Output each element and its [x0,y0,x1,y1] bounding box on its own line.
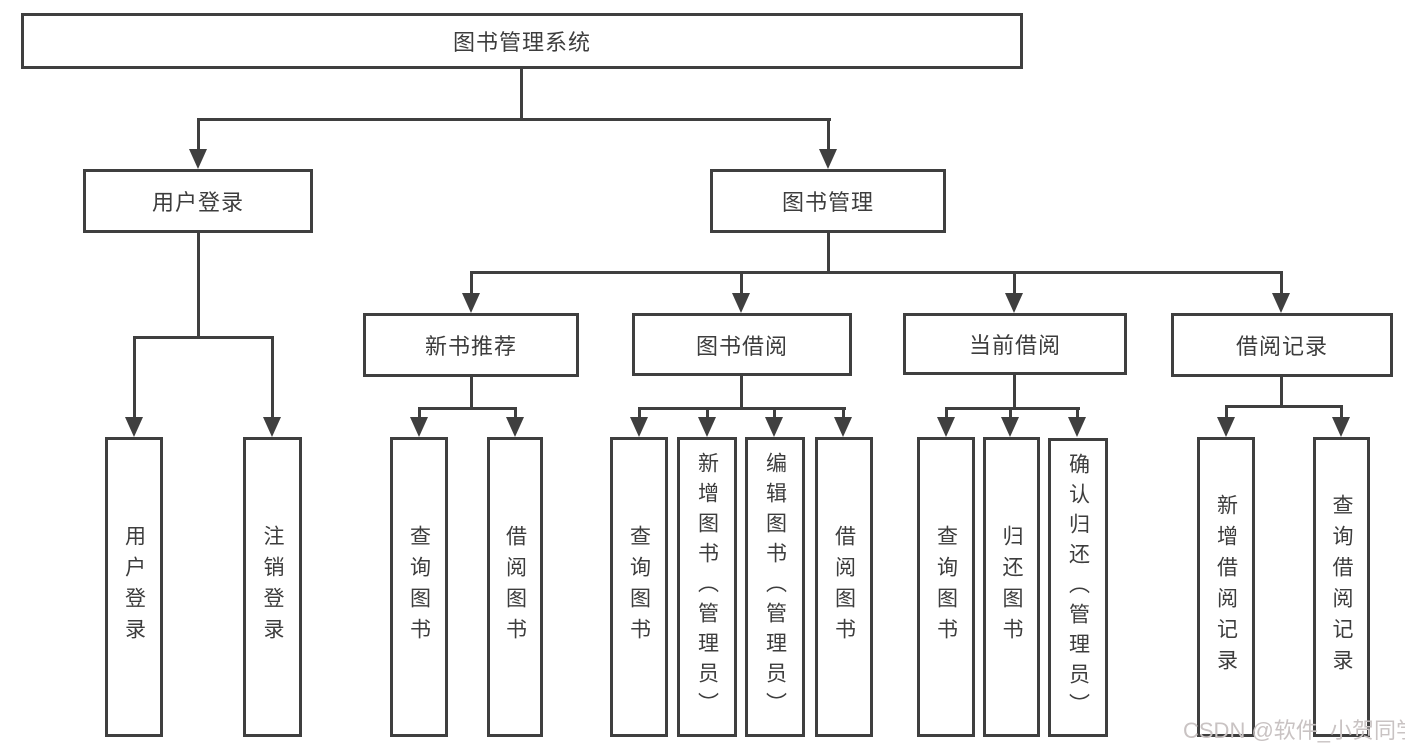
connector-line [1340,405,1343,418]
leaf-add-book-admin: 新增图书（管理员） [677,437,737,737]
connector-line [520,69,523,118]
node-user-login-label: 用户登录 [151,190,244,215]
connector-line [638,407,641,418]
node-book-borrow: 图书借阅 [632,313,852,376]
connector-line [740,271,743,294]
connector-line [197,233,200,336]
arrow-down-icon [732,293,750,313]
arrow-down-icon [1272,293,1290,313]
connector-line [1009,407,1012,418]
connector-line [1280,271,1283,294]
leaf-query-book-current: 查询图书 [917,437,975,737]
arrow-down-icon [1332,417,1350,437]
connector-line [470,377,473,407]
leaf-confirm-return-admin: 确认归还（管理员） [1048,438,1108,737]
node-user-login: 用户登录 [83,169,313,233]
leaf-query-borrow-record: 查询借阅记录 [1313,437,1370,737]
connector-line [706,407,709,418]
node-current-borrow-label: 当前借阅 [968,333,1061,358]
connector-line [418,407,421,418]
leaf-query-book-current-label: 查询图书 [934,525,958,649]
connector-line [197,118,200,150]
leaf-edit-book-admin-label: 编辑图书（管理员） [763,452,787,722]
connector-line [470,271,473,294]
connector-line [271,336,274,418]
connector-line [1280,377,1283,405]
connector-line [1225,405,1343,408]
leaf-query-book-borrow-label: 查询图书 [627,525,651,649]
node-new-book-recommend-label: 新书推荐 [424,334,517,359]
node-current-borrow: 当前借阅 [903,313,1127,375]
connector-line [827,118,830,150]
leaf-query-borrow-record-label: 查询借阅记录 [1330,494,1353,680]
node-root-label: 图书管理系统 [452,30,591,55]
connector-line [945,407,948,418]
connector-line [1076,407,1079,418]
arrow-down-icon [1005,293,1023,313]
leaf-query-book-newbook-label: 查询图书 [407,525,431,649]
arrow-down-icon [462,293,480,313]
leaf-edit-book-admin: 编辑图书（管理员） [745,437,805,737]
arrow-down-icon [1068,417,1086,437]
connector-line [1013,375,1016,407]
leaf-logout-label: 注销登录 [261,525,284,649]
leaf-borrow-book-newbook-label: 借阅图书 [503,525,527,649]
arrow-down-icon [937,417,955,437]
leaf-query-book-newbook: 查询图书 [390,437,448,737]
arrow-down-icon [834,417,852,437]
arrow-down-icon [765,417,783,437]
node-root: 图书管理系统 [21,13,1023,69]
arrow-down-icon [263,417,281,437]
connector-line [945,407,1080,410]
leaf-return-book: 归还图书 [983,437,1040,737]
leaf-user-login-label: 用户登录 [122,525,146,649]
connector-line [197,118,831,121]
arrow-down-icon [1217,417,1235,437]
watermark: CSDN @软件_小贺同学 [1183,718,1405,743]
arrow-down-icon [125,417,143,437]
connector-line [418,407,517,410]
node-borrow-record: 借阅记录 [1171,313,1393,377]
arrow-down-icon [506,417,524,437]
arrow-down-icon [630,417,648,437]
connector-line [1013,271,1016,294]
leaf-user-login: 用户登录 [105,437,163,737]
connector-line [133,336,136,418]
leaf-confirm-return-admin-label: 确认归还（管理员） [1066,452,1090,723]
arrow-down-icon [819,149,837,169]
arrow-down-icon [1001,417,1019,437]
connector-line [514,407,517,418]
leaf-borrow-book: 借阅图书 [815,437,873,737]
leaf-query-book-borrow: 查询图书 [610,437,668,737]
connector-line [773,407,776,418]
node-book-management-label: 图书管理 [781,190,874,215]
connector-line [1225,405,1228,418]
leaf-add-borrow-record-label: 新增借阅记录 [1214,494,1238,680]
connector-line [827,233,830,271]
node-book-management: 图书管理 [710,169,946,233]
arrow-down-icon [189,149,207,169]
connector-line [740,376,743,407]
leaf-borrow-book-newbook: 借阅图书 [487,437,543,737]
node-new-book-recommend: 新书推荐 [363,313,579,377]
connector-line [133,336,274,339]
arrow-down-icon [698,417,716,437]
leaf-borrow-book-label: 借阅图书 [832,525,856,649]
connector-line [638,407,846,410]
arrow-down-icon [410,417,428,437]
connector-line [842,407,845,418]
leaf-add-borrow-record: 新增借阅记录 [1197,437,1255,737]
leaf-return-book-label: 归还图书 [1000,525,1023,649]
leaf-add-book-admin-label: 新增图书（管理员） [695,452,719,722]
connector-line [470,271,1283,274]
node-book-borrow-label: 图书借阅 [695,333,788,359]
leaf-logout: 注销登录 [243,437,302,737]
node-borrow-record-label: 借阅记录 [1235,334,1328,359]
